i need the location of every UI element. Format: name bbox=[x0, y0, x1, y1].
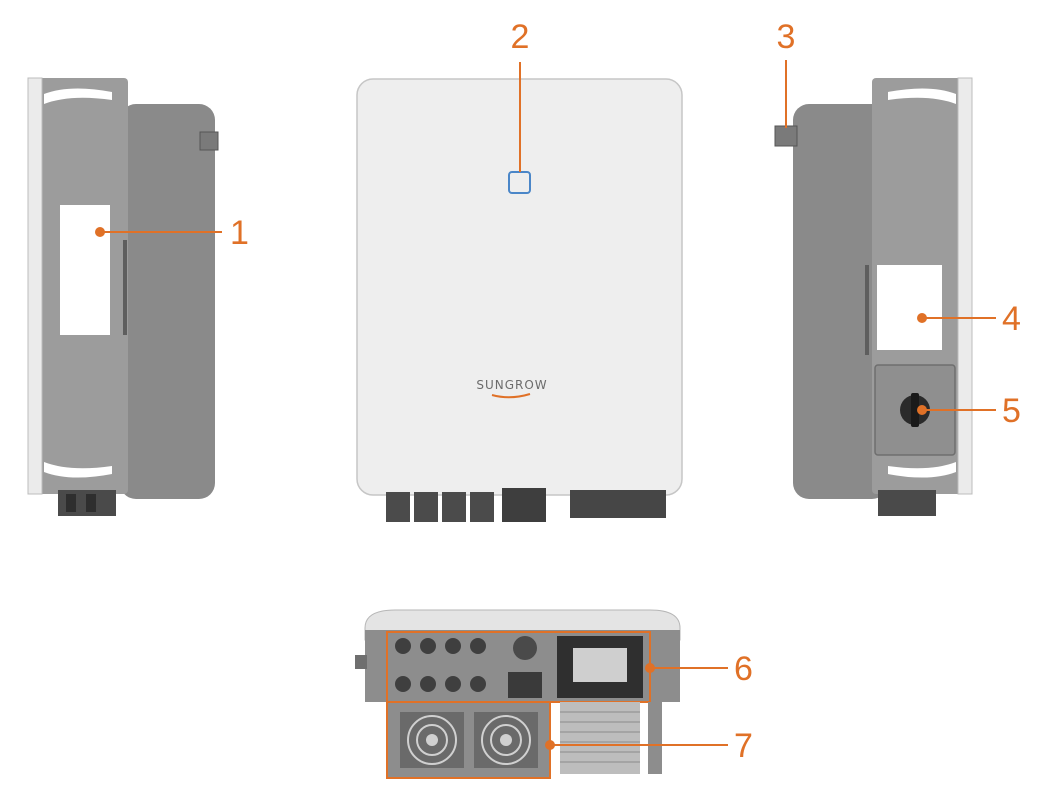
left-side-label bbox=[60, 205, 110, 335]
left-side-view bbox=[28, 78, 218, 516]
callout-number-4: 4 bbox=[1002, 300, 1021, 338]
right-side-groove bbox=[865, 265, 869, 355]
left-rear-body bbox=[120, 104, 215, 499]
mounting-ear bbox=[775, 126, 797, 146]
lan-port bbox=[508, 672, 542, 698]
left-connector-detail bbox=[86, 494, 96, 512]
bottom-right-flange bbox=[648, 702, 662, 774]
brand-logo: SUNGROW bbox=[476, 378, 547, 392]
left-connector-detail bbox=[66, 494, 76, 512]
front-bottom-connectors bbox=[386, 488, 666, 522]
right-front-edge bbox=[958, 78, 972, 494]
left-side-groove bbox=[123, 240, 127, 335]
bottom-view bbox=[355, 610, 680, 778]
right-side-view bbox=[775, 78, 972, 516]
communication-port bbox=[513, 636, 537, 660]
right-side-label bbox=[877, 265, 942, 350]
callout-number-2: 2 bbox=[511, 18, 530, 56]
callout-number-6: 6 bbox=[734, 650, 753, 688]
ac-terminal-window bbox=[573, 648, 627, 682]
callout-number-1: 1 bbox=[230, 214, 249, 252]
left-mount-ear bbox=[200, 132, 218, 150]
callout-number-5: 5 bbox=[1002, 392, 1021, 430]
left-front-edge bbox=[28, 78, 42, 494]
bottom-mount-ear bbox=[355, 655, 367, 669]
heat-sink bbox=[560, 702, 640, 774]
right-bottom-connectors bbox=[878, 490, 936, 516]
callout-number-7: 7 bbox=[734, 727, 753, 765]
callout-number-3: 3 bbox=[777, 18, 796, 56]
fan-area bbox=[387, 702, 550, 778]
